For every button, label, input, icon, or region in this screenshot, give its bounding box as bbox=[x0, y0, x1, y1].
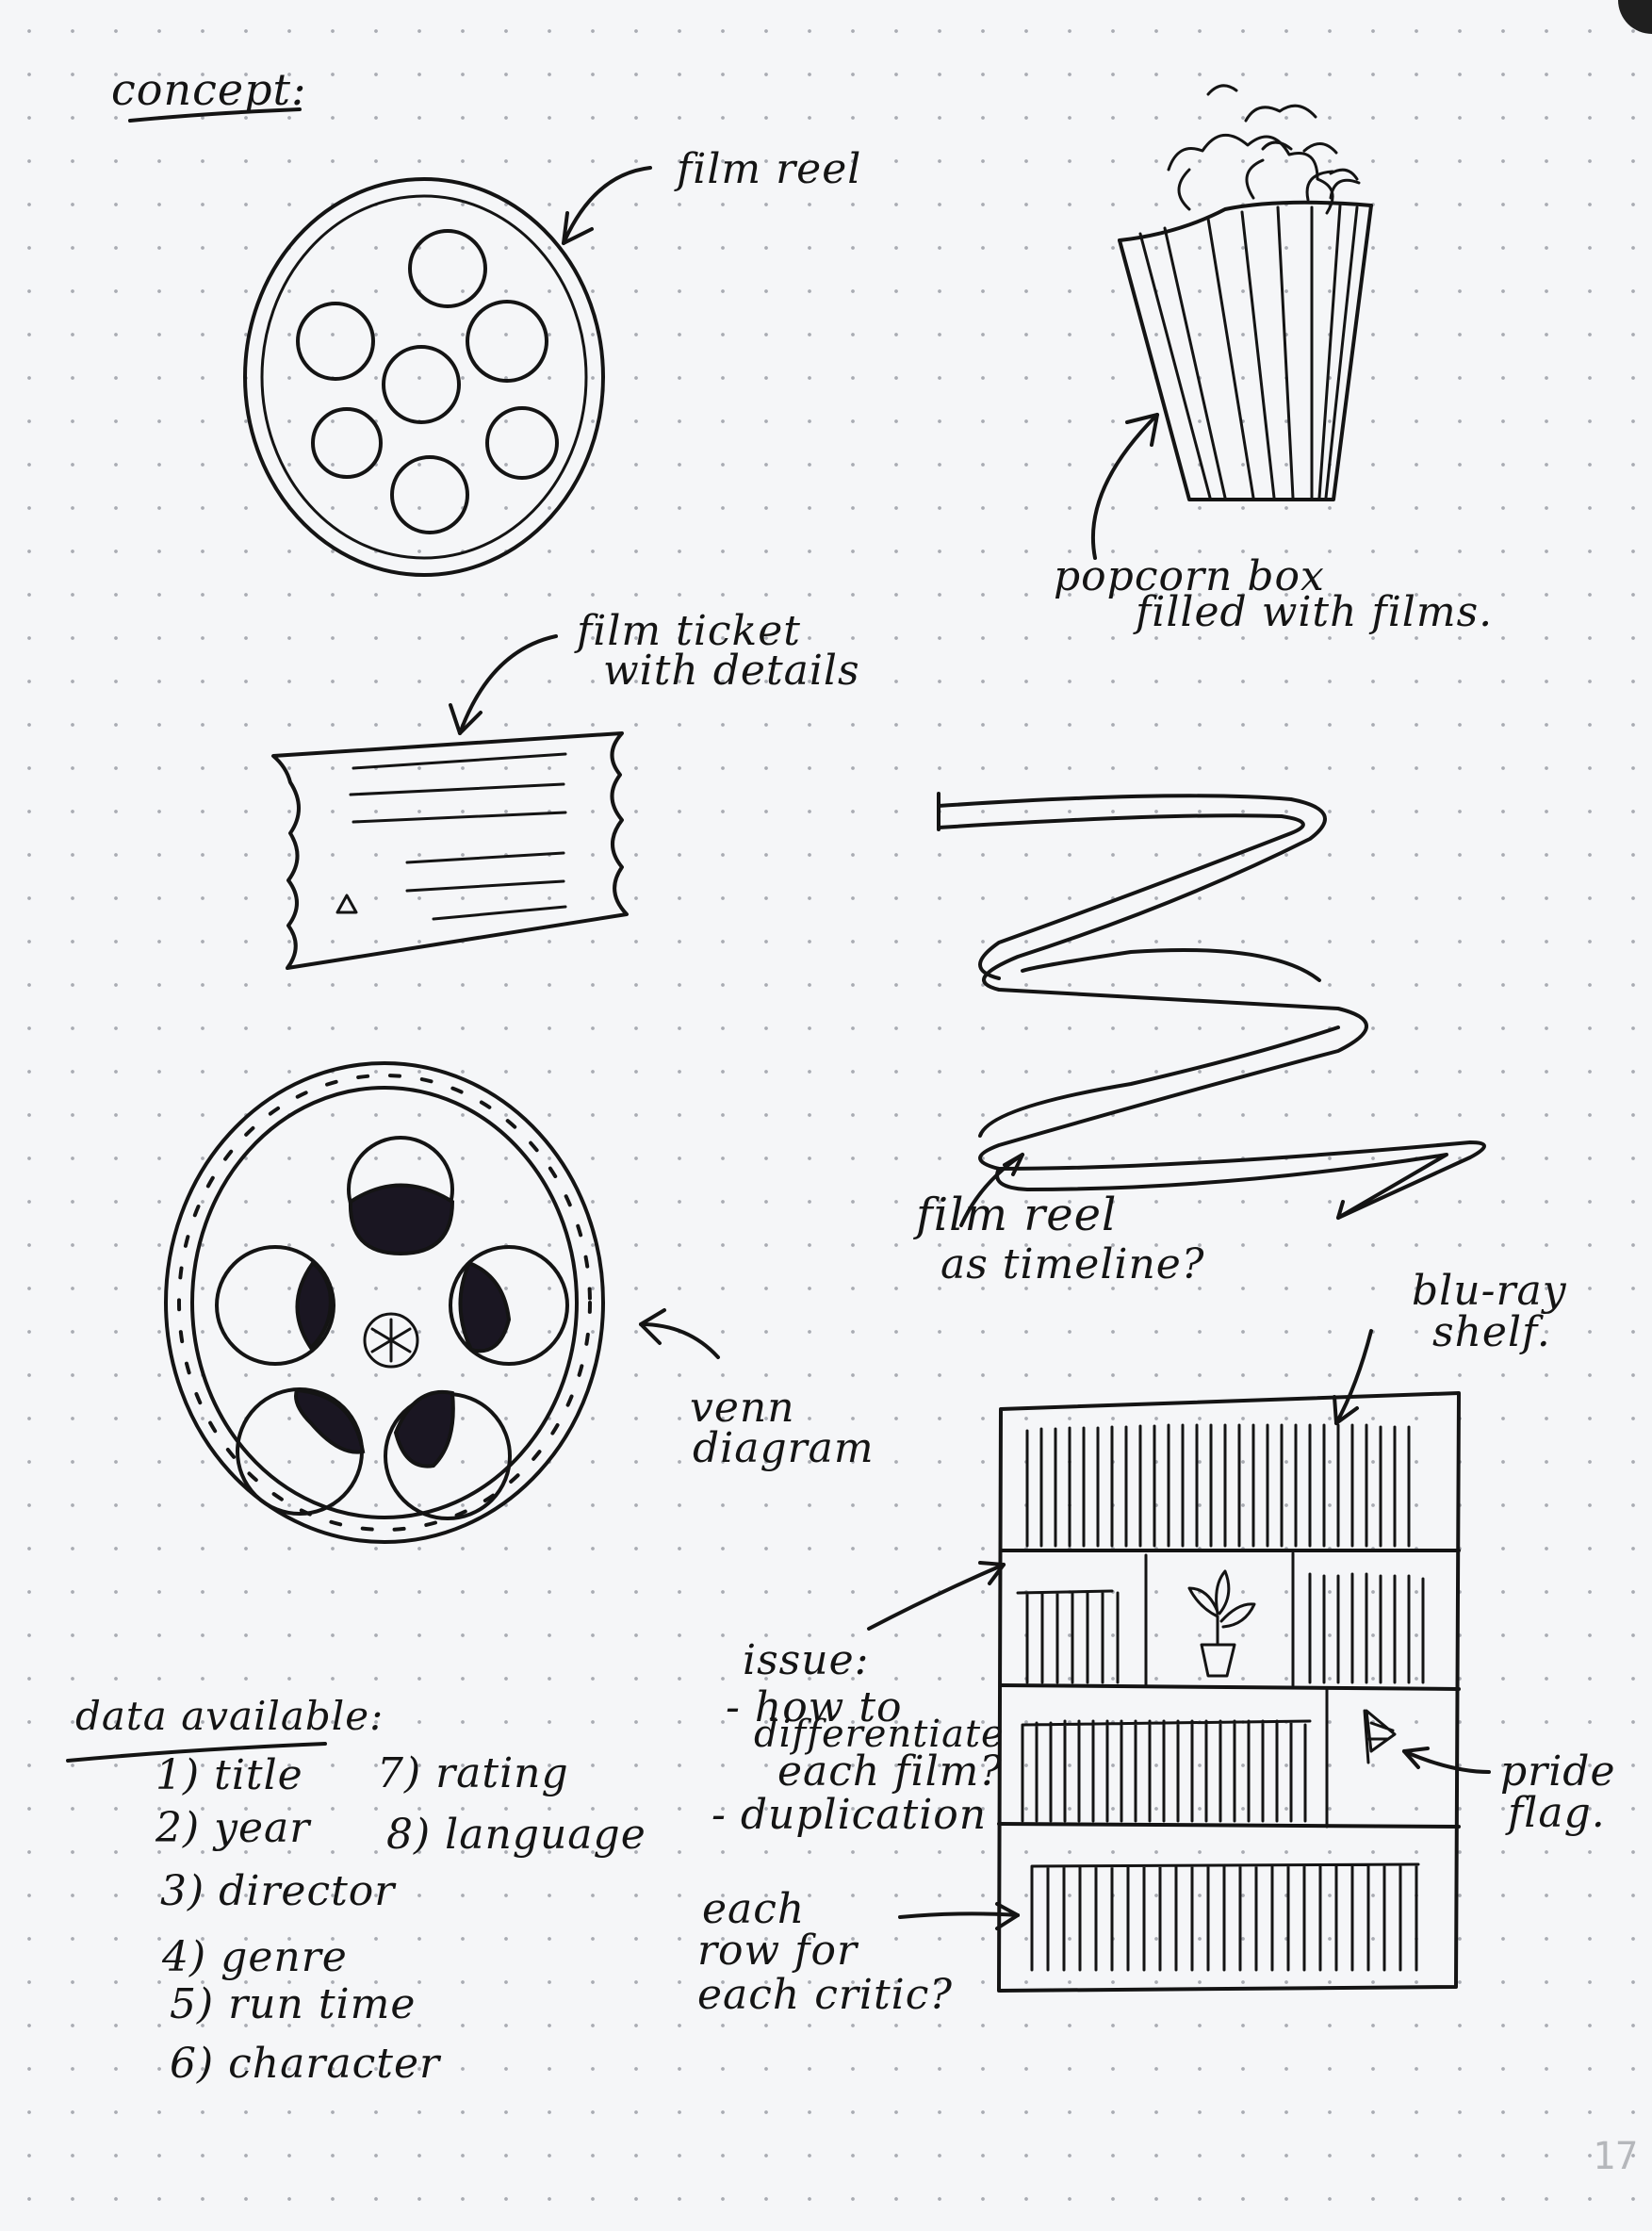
arrow-ticket bbox=[449, 634, 558, 735]
critic-line-2: row for bbox=[697, 1927, 858, 1975]
issue-title: issue: bbox=[743, 1636, 870, 1684]
data-available-underline bbox=[66, 1742, 327, 1763]
venn-reel-sketch bbox=[164, 1061, 605, 1544]
bluray-shelf-sketch bbox=[997, 1391, 1461, 1993]
timeline-ribbon-sketch bbox=[937, 792, 1486, 1220]
film-ticket-sketch bbox=[271, 731, 629, 970]
label-pride-1: pride bbox=[1500, 1747, 1616, 1796]
data-item-5: 5) run time bbox=[170, 1980, 417, 2028]
issue-line-1: - how to bbox=[726, 1683, 903, 1731]
label-shelf-1: blu-ray bbox=[1412, 1267, 1567, 1315]
arrow-venn bbox=[639, 1308, 720, 1359]
film-reel-sketch bbox=[243, 177, 605, 577]
page-heading: concept: bbox=[111, 64, 307, 115]
critic-line-3: each critic? bbox=[697, 1971, 953, 2019]
label-venn-1: venn bbox=[690, 1384, 795, 1432]
arrow-shelf bbox=[1333, 1329, 1373, 1425]
issue-line-4: - duplication bbox=[712, 1791, 988, 1839]
data-item-1: 1) title bbox=[155, 1751, 303, 1799]
label-popcorn-2: filled with films. bbox=[1136, 588, 1494, 636]
label-venn-2: diagram bbox=[693, 1424, 875, 1472]
label-film-reel: film reel bbox=[677, 145, 862, 193]
label-pride-2: flag. bbox=[1508, 1789, 1606, 1837]
popcorn-box-sketch bbox=[1118, 84, 1373, 501]
data-item-7: 7) rating bbox=[377, 1749, 569, 1797]
page-number: 17 bbox=[1593, 2135, 1639, 2178]
data-item-2: 2) year bbox=[155, 1804, 311, 1852]
heading-underline bbox=[128, 107, 302, 123]
data-item-3: 3) director bbox=[160, 1867, 396, 1915]
issue-line-2: differentiate bbox=[754, 1713, 1005, 1756]
data-item-6: 6) character bbox=[170, 2040, 441, 2088]
label-timeline-1: film reel bbox=[916, 1189, 1118, 1241]
label-ticket-2: with details bbox=[603, 647, 860, 695]
data-item-8: 8) language bbox=[386, 1811, 646, 1859]
arrow-pride-flag bbox=[1402, 1747, 1491, 1774]
arrow-film-reel bbox=[562, 166, 652, 245]
label-shelf-2: shelf. bbox=[1432, 1308, 1551, 1356]
data-available-title: data available: bbox=[75, 1693, 384, 1739]
arrow-issue bbox=[867, 1561, 1006, 1631]
arrow-timeline bbox=[959, 1153, 1024, 1227]
critic-line-1: each bbox=[702, 1885, 806, 1933]
label-popcorn-1: popcorn box bbox=[1054, 552, 1325, 600]
label-timeline-2: as timeline? bbox=[940, 1240, 1205, 1288]
arrow-critic bbox=[898, 1902, 1020, 1930]
label-ticket-1: film ticket bbox=[577, 607, 801, 655]
arrow-popcorn bbox=[1090, 413, 1159, 560]
data-item-4: 4) genre bbox=[162, 1933, 348, 1981]
issue-line-3: each film? bbox=[777, 1747, 1003, 1796]
